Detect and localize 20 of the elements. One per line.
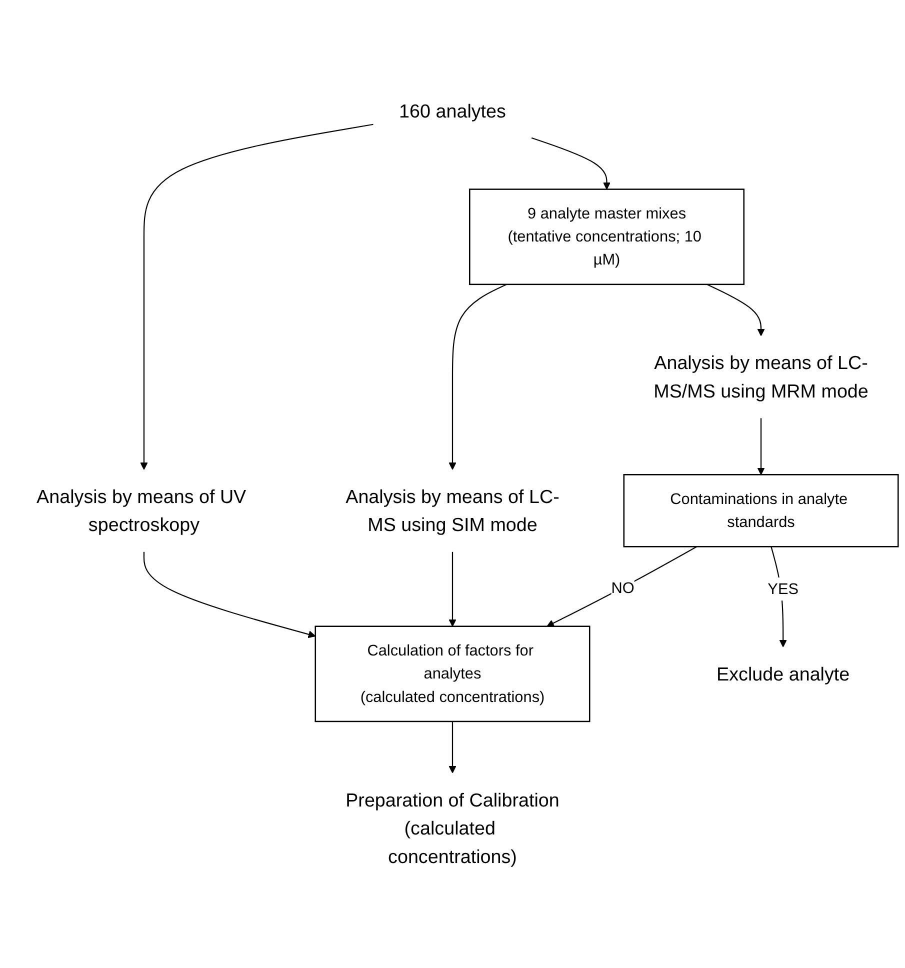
arrow [448,552,456,628]
node-text: Analysis by means of UV spectroskopy [36,486,246,536]
node-text: 160 analytes [399,100,506,122]
node-box: 9 analyte master mixes (tentative concentrations; 10 µM) [469,188,745,286]
node-text: Analysis by means of LC-MS/MS using MRM mode [654,352,868,402]
arrow [546,546,698,628]
arrow [757,418,765,476]
edge-label: NO [611,579,634,597]
node-text: Preparation of Calibration (calculated concentrations) [346,790,560,868]
arrow [706,284,765,336]
node-text: Exclude analyte [716,664,850,685]
arrow [448,722,456,774]
arrow [143,552,316,638]
node-box: Contaminations in analyte standards [623,474,899,548]
arrow [531,138,611,190]
arrow [140,124,374,470]
arrow [448,284,507,470]
edge-label: YES [768,580,799,598]
node-text: Analysis by means of LC-MS using SIM mode [346,486,560,536]
node-box: Calculation of factors for analytes (calculated concentrations) [314,626,590,722]
